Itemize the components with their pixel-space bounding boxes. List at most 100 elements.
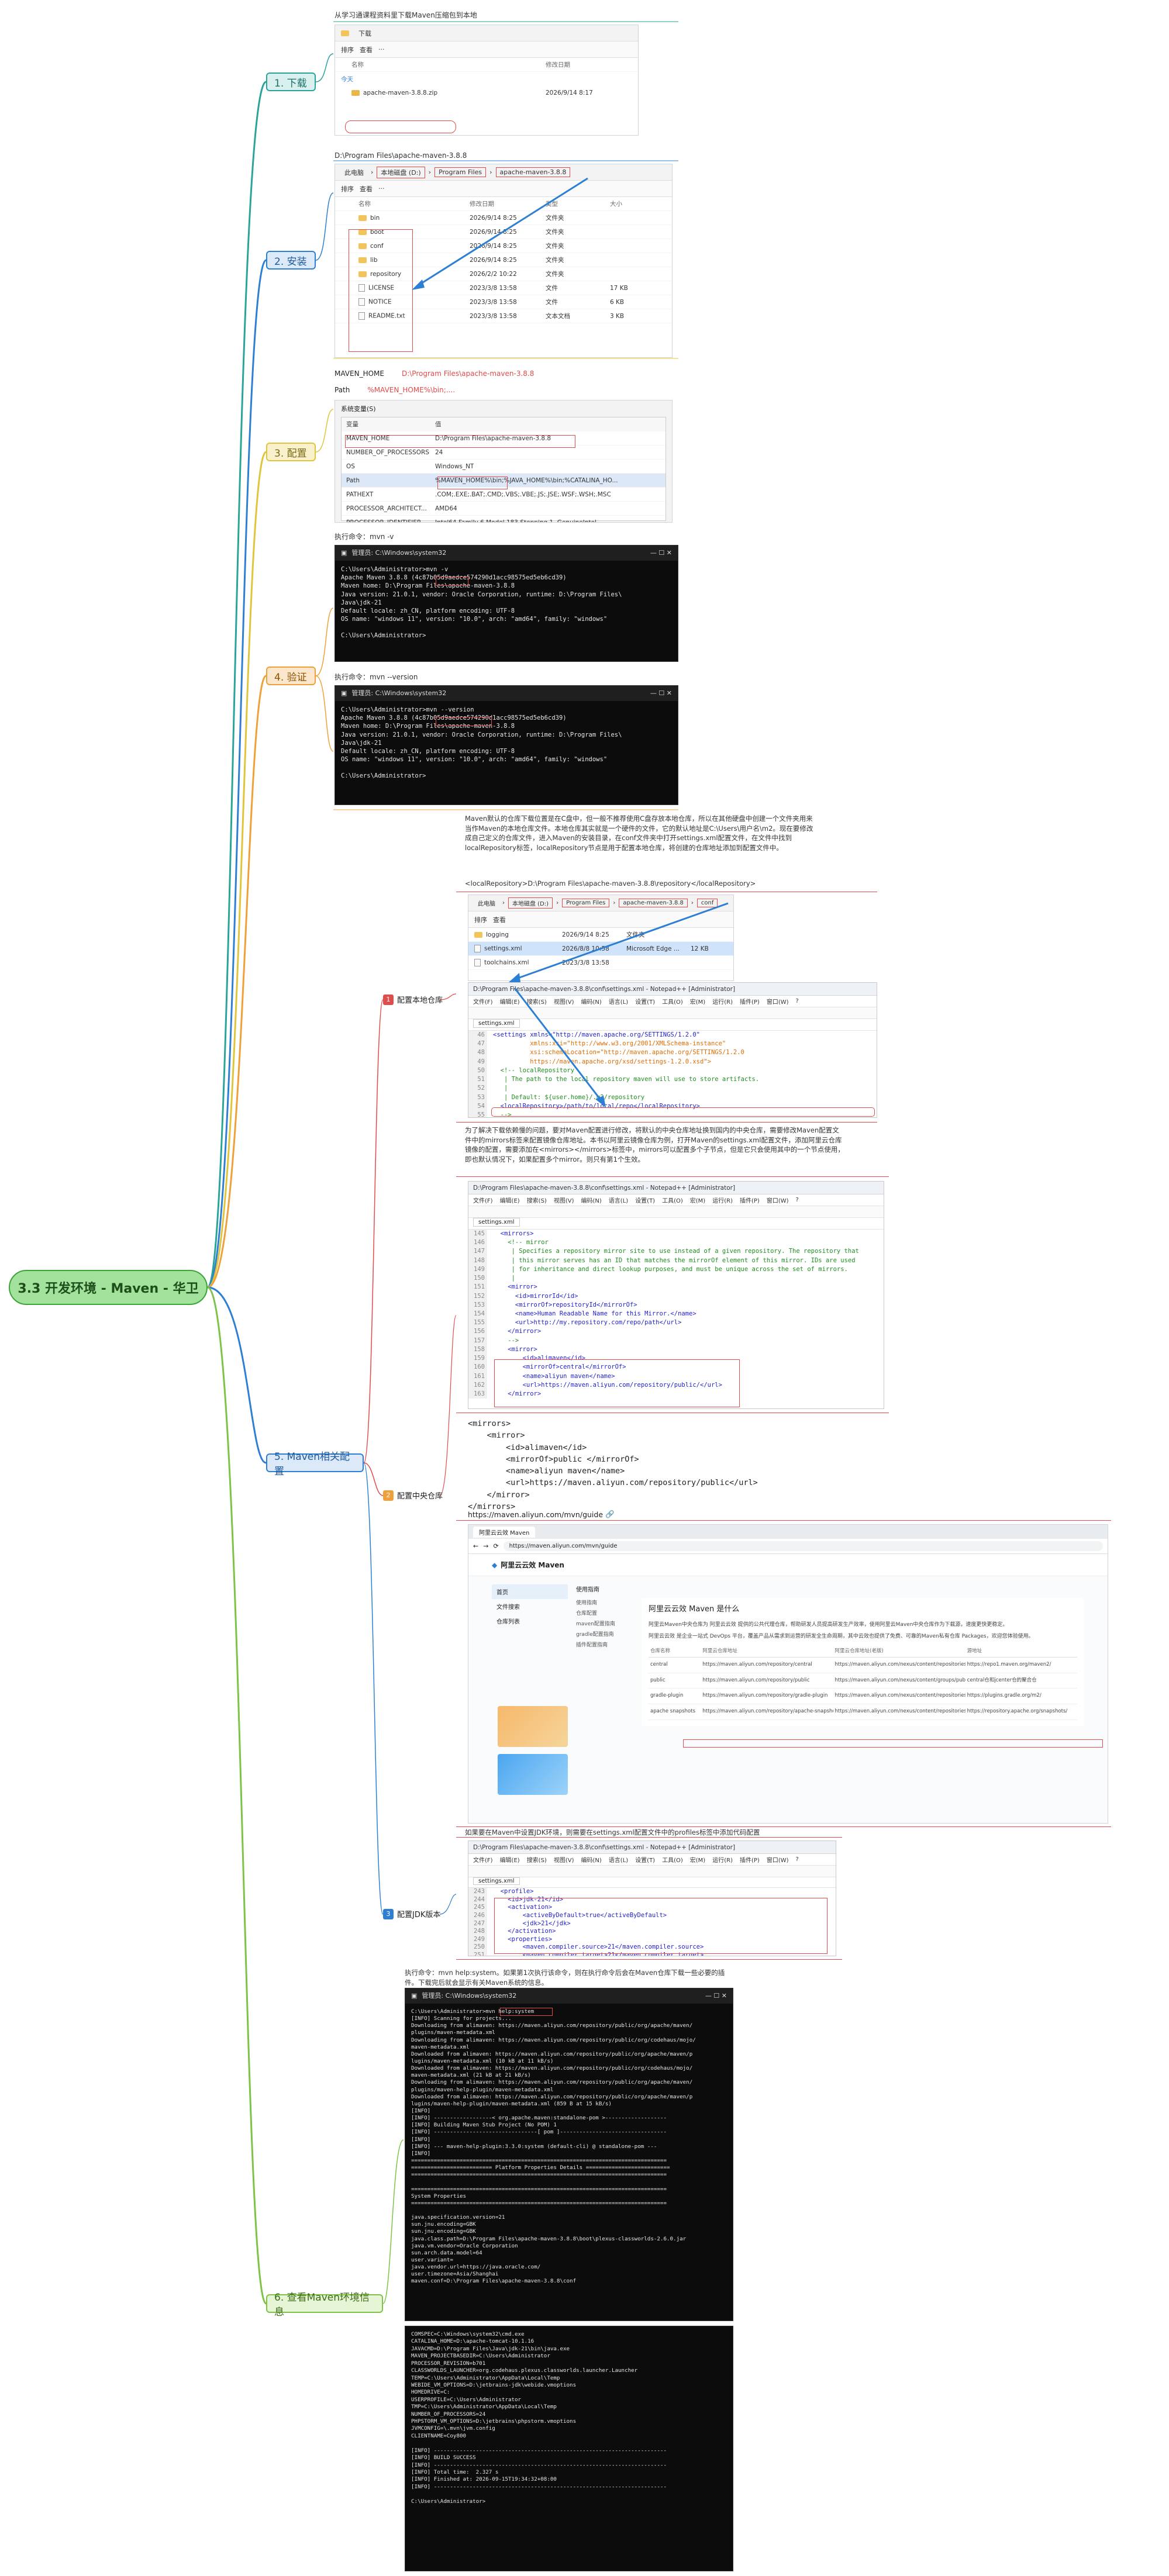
browser-tab[interactable]: 阿里云云效 Maven bbox=[473, 1526, 536, 1538]
editor-menu-item[interactable]: 语言(L) bbox=[608, 999, 629, 1006]
crumb-pf[interactable]: Program Files bbox=[435, 167, 487, 177]
editor-menu-item[interactable]: 宏(M) bbox=[689, 1857, 706, 1864]
root-topic[interactable]: 3.3 开发环境 - Maven - 华卫 bbox=[9, 1270, 208, 1305]
branch-env-info[interactable]: 6. 查看Maven环境信息 bbox=[266, 2292, 383, 2318]
table-cell[interactable]: https://maven.aliyun.com/repository/publ… bbox=[701, 1673, 833, 1689]
editor-tab[interactable]: settings.xml bbox=[473, 1218, 520, 1227]
table-cell[interactable]: https://maven.aliyun.com/nexus/content/r… bbox=[833, 1657, 965, 1673]
crumb-pc[interactable]: 此电脑 bbox=[344, 168, 364, 177]
editor-menu-item[interactable]: 搜索(S) bbox=[526, 1198, 547, 1204]
table-cell[interactable]: https://maven.aliyun.com/nexus/content/r… bbox=[833, 1704, 965, 1720]
editor-menu-item[interactable]: 语言(L) bbox=[608, 1198, 629, 1204]
back-icon[interactable]: ← bbox=[473, 1542, 479, 1550]
editor-menu-item[interactable]: 窗口(W) bbox=[766, 1198, 789, 1204]
editor-tab[interactable]: settings.xml bbox=[473, 1877, 520, 1885]
table-cell[interactable]: https://maven.aliyun.com/nexus/content/g… bbox=[833, 1673, 965, 1689]
editor-menu-item[interactable]: 搜索(S) bbox=[526, 999, 547, 1006]
window-controls-icon[interactable]: — ☐ ✕ bbox=[650, 689, 672, 697]
col-name[interactable]: 名称 bbox=[351, 61, 364, 68]
col-var[interactable]: 变量 bbox=[346, 421, 358, 428]
crumb-maven[interactable]: apache-maven-3.8.8 bbox=[619, 899, 688, 907]
editor-menu-item[interactable]: 窗口(W) bbox=[766, 1857, 789, 1864]
col-date[interactable]: 修改日期 bbox=[470, 201, 494, 208]
editor-menu-item[interactable]: 设置(T) bbox=[635, 1198, 656, 1204]
table-cell[interactable]: https://maven.aliyun.com/nexus/content/r… bbox=[833, 1688, 965, 1704]
branch-verify[interactable]: 4. 验证 bbox=[266, 667, 316, 685]
window-controls-icon[interactable]: — ☐ ✕ bbox=[705, 1991, 727, 2000]
editor-menu-item[interactable]: 编码(N) bbox=[581, 999, 602, 1006]
editor-menu-item[interactable]: 搜索(S) bbox=[526, 1857, 547, 1864]
view-button[interactable]: 查看 bbox=[493, 916, 506, 924]
editor-menu-item[interactable]: 工具(O) bbox=[662, 1857, 683, 1864]
crumb-pc[interactable]: 此电脑 bbox=[478, 901, 495, 907]
editor-menu-item[interactable]: 窗口(W) bbox=[766, 999, 789, 1006]
editor-menu-item[interactable]: 插件(P) bbox=[739, 999, 760, 1006]
editor-menu-item[interactable]: 设置(T) bbox=[635, 1857, 656, 1864]
site-side-item[interactable]: gradle配置指南 bbox=[576, 1632, 614, 1638]
table-cell[interactable]: https://maven.aliyun.com/repository/apac… bbox=[701, 1704, 833, 1720]
editor-menu-item[interactable]: 语言(L) bbox=[608, 1857, 629, 1864]
editor-menu-item[interactable]: 插件(P) bbox=[739, 1198, 760, 1204]
view-button[interactable]: 查看 bbox=[360, 46, 373, 54]
reload-icon[interactable]: ⟳ bbox=[493, 1542, 499, 1550]
editor-menu-item[interactable]: 视图(V) bbox=[553, 1198, 574, 1204]
guide-tab[interactable]: 使用指南 bbox=[576, 1587, 599, 1593]
editor-menu-item[interactable]: 编辑(E) bbox=[499, 1198, 520, 1204]
col-size[interactable]: 大小 bbox=[610, 201, 622, 208]
forward-icon[interactable]: → bbox=[483, 1542, 489, 1550]
window-controls-icon[interactable]: — ☐ ✕ bbox=[650, 548, 672, 557]
crumb-pf[interactable]: Program Files bbox=[562, 899, 610, 907]
env-var-row[interactable]: Path%MAVEN_HOME%\bin;%JAVA_HOME%\bin;%CA… bbox=[342, 474, 665, 488]
editor-menu-item[interactable]: 文件(F) bbox=[473, 1198, 493, 1204]
crumb-maven[interactable]: apache-maven-3.8.8 bbox=[495, 167, 571, 177]
subnode-local-repo[interactable]: 1 配置本地仓库 bbox=[383, 994, 443, 1005]
editor-menu-item[interactable]: ? bbox=[795, 1197, 799, 1203]
site-side-item[interactable]: maven配置指南 bbox=[576, 1621, 615, 1627]
group-today[interactable]: 今天 bbox=[341, 75, 353, 83]
more-button[interactable]: ··· bbox=[378, 46, 385, 53]
editor-menu-item[interactable]: 文件(F) bbox=[473, 1857, 493, 1864]
editor-menu-item[interactable]: 编码(N) bbox=[581, 1198, 602, 1204]
editor-menu-item[interactable]: 视图(V) bbox=[553, 1857, 574, 1864]
editor-menu-item[interactable]: ? bbox=[795, 1856, 799, 1863]
col-date[interactable]: 修改日期 bbox=[546, 61, 570, 68]
editor-menu-item[interactable]: 运行(R) bbox=[712, 999, 733, 1006]
editor-menu-item[interactable]: 编码(N) bbox=[581, 1857, 602, 1864]
table-cell[interactable]: https://maven.aliyun.com/repository/grad… bbox=[701, 1688, 833, 1704]
crumb-conf[interactable]: conf bbox=[696, 899, 718, 907]
site-nav-item[interactable]: 文件搜索 bbox=[496, 1604, 520, 1611]
editor-menu-item[interactable]: 运行(R) bbox=[712, 1198, 733, 1204]
subnode-jdk[interactable]: 3 配置JDK版本 bbox=[383, 1908, 440, 1919]
editor-tab[interactable]: settings.xml bbox=[473, 1019, 520, 1028]
site-side-item[interactable]: 仓库配置 bbox=[576, 1611, 598, 1617]
branch-maven-config[interactable]: 5. Maven相关配置 bbox=[266, 1451, 364, 1477]
site-side-item[interactable]: 使用指南 bbox=[576, 1600, 598, 1606]
view-button[interactable]: 查看 bbox=[360, 185, 373, 193]
branch-config[interactable]: 3. 配置 bbox=[266, 443, 316, 461]
site-side-item[interactable]: 插件配置指南 bbox=[576, 1642, 608, 1648]
editor-menu-item[interactable]: 运行(R) bbox=[712, 1857, 733, 1864]
editor-menu-item[interactable]: 文件(F) bbox=[473, 999, 493, 1006]
editor-menu-item[interactable]: 插件(P) bbox=[739, 1857, 760, 1864]
guide-link-text[interactable]: https://maven.aliyun.com/mvn/guide bbox=[468, 1510, 604, 1519]
editor-menu-item[interactable]: 工具(O) bbox=[662, 1198, 683, 1204]
subnode-mirror[interactable]: 2 配置中央仓库 bbox=[383, 1490, 443, 1501]
branch-download[interactable]: 1. 下载 bbox=[266, 72, 316, 91]
col-value[interactable]: 值 bbox=[435, 421, 442, 428]
editor-menu-item[interactable]: 宏(M) bbox=[689, 999, 706, 1006]
site-nav-item[interactable]: 首页 bbox=[492, 1584, 568, 1599]
zip-file-row[interactable]: apache-maven-3.8.8.zip bbox=[335, 89, 546, 96]
env-var-row[interactable]: PATHEXT.COM;.EXE;.BAT;.CMD;.VBS;.VBE;.JS… bbox=[342, 488, 665, 502]
